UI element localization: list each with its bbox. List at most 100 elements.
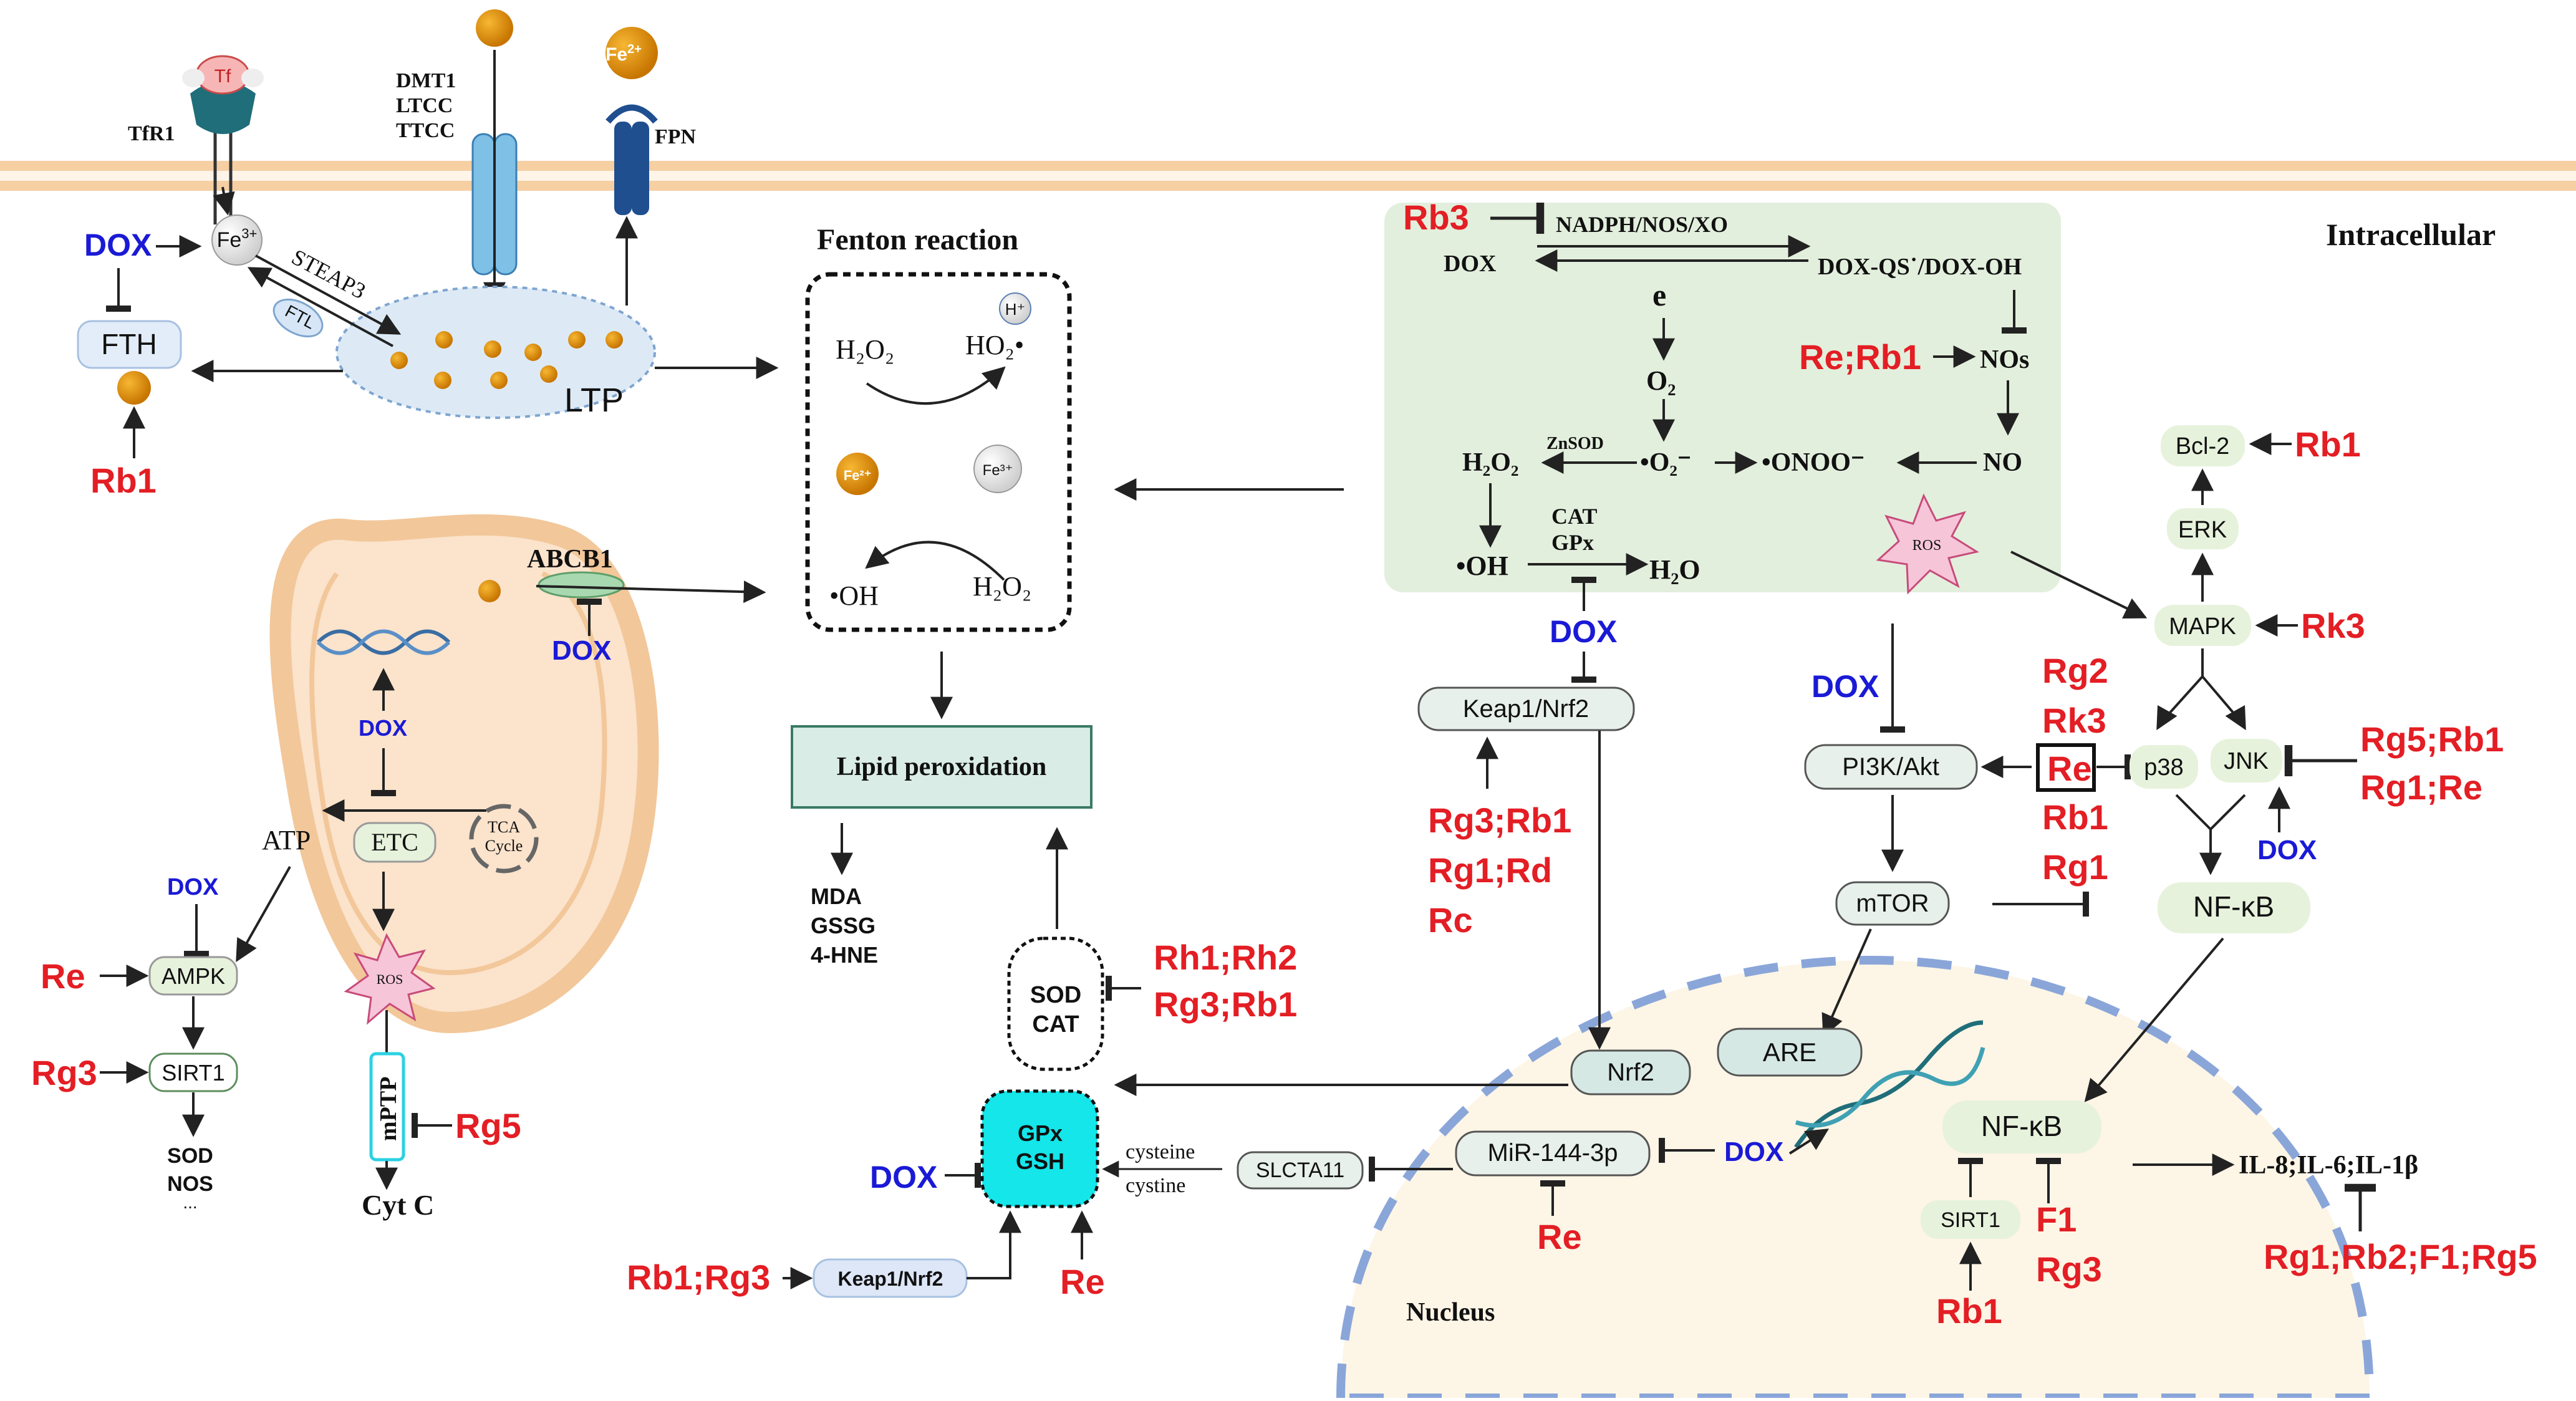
nuclear-dna-icon	[1794, 1020, 1985, 1148]
are-box	[1717, 1028, 1863, 1077]
f1-label: F1	[2036, 1200, 2077, 1239]
mtdna-icon	[316, 629, 451, 655]
keap-to-gpx-arrow	[967, 1210, 1021, 1279]
atp-label: ATP	[262, 825, 311, 855]
rk3-mapk-label: Rk3	[2301, 606, 2365, 645]
tfr1-receptor: Tf	[182, 55, 264, 224]
fenton-ho2: HO₂•	[965, 330, 1024, 360]
steap3-arrow-2	[247, 267, 393, 347]
dox-jnk-label: DOX	[2257, 835, 2317, 865]
dox-to-dna-arrow-nuclear	[1788, 1129, 1830, 1155]
mir-box	[1455, 1130, 1651, 1177]
etc-dots-label: ...	[183, 1193, 197, 1212]
gssg-label: GSSG	[811, 913, 876, 938]
lipid-peroxidation-label: Lipid peroxidation	[837, 753, 1047, 781]
etc-box	[353, 822, 437, 863]
sod-cat-cat-label: CAT	[1032, 1011, 1079, 1038]
keap-upper-box	[1417, 686, 1635, 731]
fth-box	[77, 320, 182, 369]
doxqs-label: DOX-QS˙/DOX-OH	[1818, 254, 2022, 280]
nfkb-to-nuclear-arrow	[2084, 937, 2224, 1102]
re-highlight-box	[2036, 743, 2096, 792]
dox-pi3k-label: DOX	[1811, 669, 1879, 704]
fth-label: FTH	[101, 328, 157, 360]
mito-iron	[478, 580, 501, 602]
rb1-sirt1-label: Rb1	[1936, 1291, 2002, 1331]
fenton-fe3-ion	[973, 445, 1022, 493]
re-rb1-nos-label: Re;Rb1	[1799, 337, 1921, 377]
superoxide-label: •O₂⁻	[1640, 448, 1691, 477]
ftl-protein	[273, 298, 324, 338]
fenton-box	[805, 272, 1072, 632]
pi3k-label: PI3K/Akt	[1842, 753, 1939, 781]
rg1-p38-label: Rg1	[2042, 847, 2108, 887]
ltp-iron-particles	[390, 331, 623, 389]
p38-jnk-merge	[2175, 794, 2246, 873]
dmt1-channel	[471, 9, 518, 276]
mapk-split	[2156, 648, 2246, 728]
rb1-p38-label: Rb1	[2042, 797, 2108, 837]
dox-ros-label: DOX	[1444, 251, 1496, 277]
mda-label: MDA	[811, 883, 862, 909]
intracellular-label: Intracellular	[2326, 217, 2496, 252]
rk3-label: Rk3	[2042, 701, 2106, 740]
re-gpx-label: Re	[1060, 1262, 1105, 1301]
e-label: e	[1652, 277, 1666, 312]
nrf2-box	[1570, 1049, 1691, 1095]
rg3-sirt1-label: Rg3	[31, 1053, 97, 1092]
cytc-label: Cyt C	[362, 1189, 434, 1221]
nrf2-label: Nrf2	[1607, 1059, 1654, 1086]
fenton-fe2-label: Fe²⁺	[844, 468, 872, 483]
tca-label-2: Cycle	[485, 837, 523, 855]
keap-upper-label: Keap1/Nrf2	[1463, 695, 1589, 723]
hne-label: 4-HNE	[811, 942, 878, 968]
rg3rb1-sod-label: Rg3;Rb1	[1154, 985, 1297, 1024]
mapk-to-jnk-head	[2225, 705, 2246, 731]
h2o-label: H₂O	[1649, 554, 1700, 585]
bcl2-label: Bcl-2	[2176, 433, 2230, 460]
fenton-oh: •OH	[829, 580, 879, 611]
mapk-box	[2154, 605, 2251, 646]
fth-iron	[117, 371, 151, 405]
keap-drugs-line-2: Rg1;Rd	[1428, 850, 1552, 890]
re-p38-label: Re	[2047, 749, 2092, 788]
steap3-arrow-1	[255, 254, 402, 335]
plasma-membrane	[0, 161, 2576, 191]
nucleus-label: Nucleus	[1406, 1298, 1495, 1327]
ltp-label: LTP	[564, 382, 624, 419]
erk-box	[2167, 508, 2239, 549]
dox-mir-label: DOX	[1724, 1137, 1783, 1167]
keap-drugs-line-3: Rc	[1428, 900, 1473, 940]
mapk-label: MAPK	[2169, 614, 2236, 640]
o2-label: O₂	[1646, 365, 1676, 396]
fpn-label: FPN	[655, 125, 697, 148]
abcb1-transporter	[538, 571, 625, 599]
gpx-label: GPx	[1018, 1120, 1063, 1146]
onoo-label: •ONOO⁻	[1762, 448, 1864, 477]
gpx-ros-label: GPx	[1551, 530, 1594, 555]
re-ampk-label: Re	[41, 956, 85, 996]
mito-ros-label: ROS	[377, 971, 403, 987]
sirt1-label: SIRT1	[162, 1060, 224, 1086]
nos-ampk-label: NOS	[167, 1172, 213, 1196]
dmt1-label: DMT1	[396, 69, 456, 92]
sirt1-nuclear-box	[1921, 1200, 2020, 1239]
re-mir-label: Re	[1537, 1217, 1582, 1256]
fenton-h2o2-left: H₂O₂	[836, 334, 894, 365]
gsh-label: GSH	[1016, 1148, 1064, 1174]
nfkb-label: NF-κB	[2193, 890, 2274, 923]
rg3-nfkb-label: Rg3	[2036, 1249, 2102, 1289]
ros-star	[1876, 493, 1979, 595]
rb1rg3-label: Rb1;Rg3	[627, 1258, 770, 1297]
keap-lower-label: Keap1/Nrf2	[838, 1268, 943, 1290]
il-drugs-label: Rg1;Rb2;F1;Rg5	[2264, 1237, 2537, 1276]
dox-iron-label: DOX	[84, 228, 152, 262]
rh1rh2-label: Rh1;Rh2	[1154, 938, 1297, 977]
fenton-title: Fenton reaction	[817, 223, 1018, 256]
il-label: IL-8;IL-6;IL-1β	[2239, 1151, 2418, 1180]
nfkb-box	[2158, 882, 2310, 933]
jnk-box	[2211, 739, 2282, 782]
dox-keap-label: DOX	[1550, 614, 1617, 649]
rg2-label: Rg2	[2042, 651, 2108, 690]
